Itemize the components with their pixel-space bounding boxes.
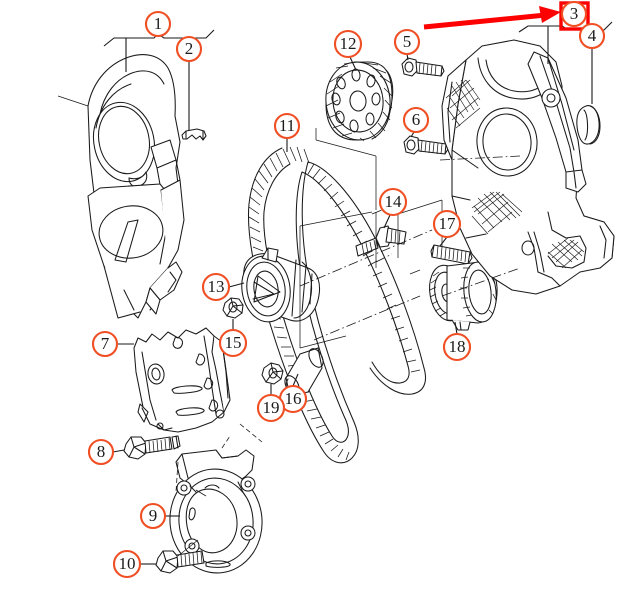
- callout-label-8: 8: [97, 442, 106, 461]
- callout-13[interactable]: 13: [201, 272, 231, 302]
- callout-4[interactable]: 4: [578, 22, 606, 50]
- part-retaining-clip: [181, 128, 207, 141]
- leader-line-14: [383, 214, 391, 229]
- leader-line-18: [454, 321, 458, 335]
- leader-line-6: [410, 131, 415, 138]
- callout-leader-lines: [103, 21, 613, 565]
- part-sealing-cap: [576, 105, 601, 145]
- callout-label-14: 14: [385, 192, 403, 211]
- callout-label-1: 1: [154, 14, 163, 33]
- callout-19[interactable]: 19: [256, 393, 286, 423]
- assembly-construction-lines: [57, 95, 521, 557]
- callout-15[interactable]: 15: [218, 328, 248, 358]
- callout-label-10: 10: [119, 554, 136, 573]
- callout-2[interactable]: 2: [175, 35, 203, 63]
- callout-7[interactable]: 7: [91, 330, 119, 358]
- part-hex-flange-bolt-upper: [123, 435, 181, 460]
- section-hatch-center: [471, 191, 523, 235]
- leader-line-8: [112, 449, 125, 453]
- callout-label-18: 18: [449, 337, 466, 356]
- callout-label-9: 9: [149, 506, 158, 525]
- section-hatch-lower: [547, 237, 585, 269]
- callout-14[interactable]: 14: [378, 187, 408, 217]
- leader-line-1: [103, 33, 159, 47]
- callout-label-12: 12: [340, 34, 357, 53]
- callout-17[interactable]: 17: [432, 209, 462, 239]
- leader-line-13: [228, 282, 245, 288]
- highlight-arrow-head: [539, 6, 561, 23]
- callout-18[interactable]: 18: [442, 332, 472, 362]
- section-hatch-upper: [445, 79, 481, 129]
- callout-11[interactable]: 11: [273, 112, 301, 140]
- callout-label-5: 5: [403, 32, 412, 51]
- callout-5[interactable]: 5: [393, 28, 421, 56]
- part-hex-flange-bolt-lower: [155, 550, 205, 574]
- part-hex-nut-tensioner: [222, 297, 244, 319]
- part-hex-socket-bolt-short: [401, 57, 445, 77]
- leader-line-17: [439, 236, 448, 247]
- callout-label-11: 11: [279, 116, 295, 135]
- callout-6[interactable]: 6: [402, 106, 430, 134]
- callout-9[interactable]: 9: [139, 502, 167, 530]
- part-crankshaft-seal-flange: [169, 449, 263, 574]
- leader-line-16: [292, 373, 299, 387]
- part-upper-timing-belt-cover: [87, 54, 185, 319]
- part-rear-timing-belt-guard: [441, 39, 615, 295]
- callout-label-2: 2: [185, 39, 194, 58]
- callout-label-13: 13: [208, 277, 225, 296]
- callout-label-19: 19: [263, 398, 280, 417]
- callout-label-16: 16: [285, 389, 302, 408]
- callout-label-3: 3: [570, 4, 579, 23]
- callout-label-17: 17: [439, 214, 457, 233]
- callout-label-7: 7: [101, 334, 110, 353]
- callout-bubbles: 1 2 3 4 5 6 7: [87, 0, 606, 579]
- callout-label-6: 6: [412, 110, 421, 129]
- callout-12[interactable]: 12: [333, 29, 363, 59]
- callout-label-4: 4: [588, 26, 597, 45]
- part-hex-socket-bolt-long: [403, 135, 449, 155]
- callout-1[interactable]: 1: [144, 10, 172, 38]
- leader-line-3: [518, 25, 562, 33]
- callout-10[interactable]: 10: [112, 549, 142, 579]
- part-coolant-pump: [429, 261, 498, 331]
- part-hex-nut-spacer: [261, 362, 284, 385]
- callout-label-15: 15: [225, 333, 242, 352]
- part-stud-bolt-long: [430, 244, 473, 265]
- part-camshaft-sprocket: [325, 61, 394, 142]
- part-lower-timing-belt-cover: [133, 327, 231, 433]
- callout-3[interactable]: 3: [560, 0, 588, 28]
- highlight-arrow-shaft: [423, 12, 547, 30]
- part-belt-tensioner-roller: [241, 247, 321, 323]
- callout-8[interactable]: 8: [87, 438, 115, 466]
- leader-line-12: [349, 56, 357, 71]
